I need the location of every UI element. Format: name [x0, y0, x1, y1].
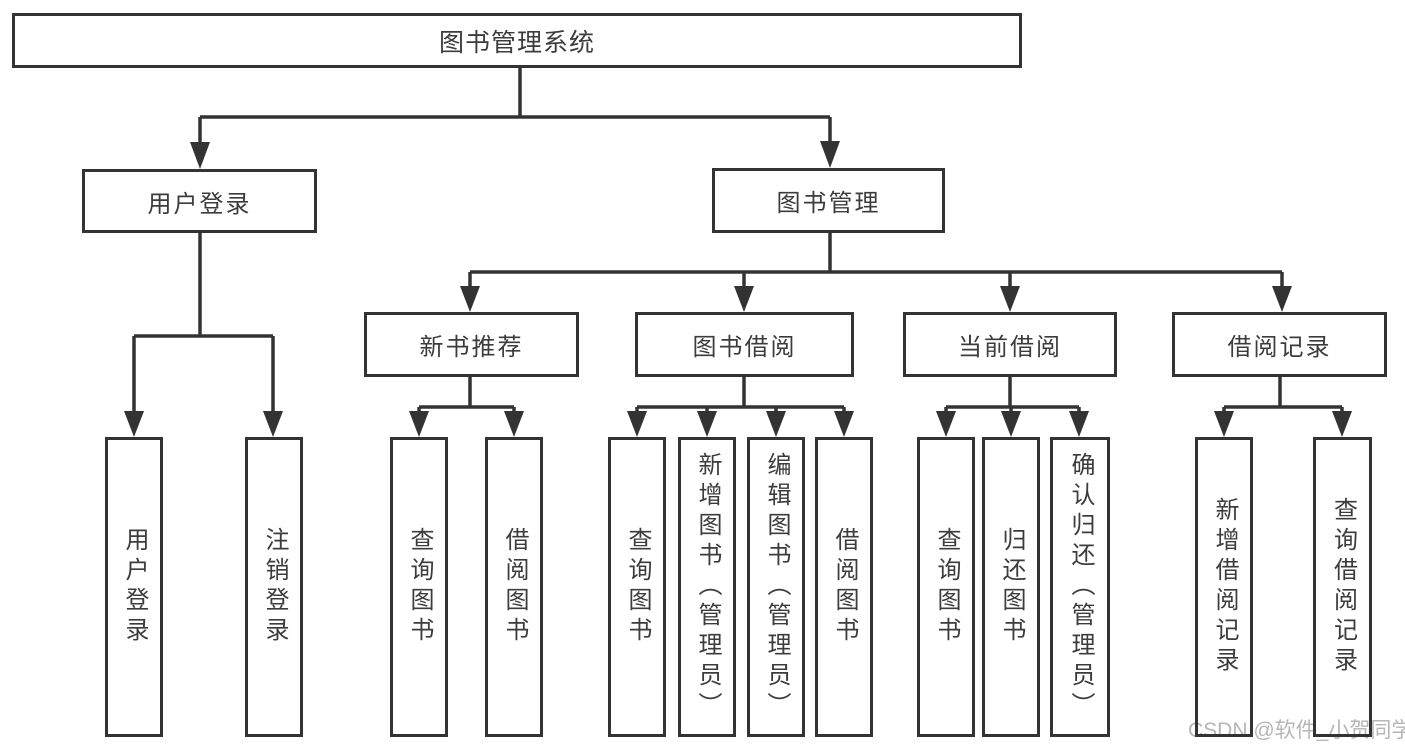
arrow-down-icon [1000, 286, 1020, 312]
arrow-down-icon [766, 411, 786, 437]
node-label: 借阅记录 [1227, 334, 1332, 361]
node-leaf-query-books-1: 查询图书 [390, 437, 448, 737]
node-label: 图书管理系统 [438, 28, 595, 57]
node-label: 用户登录 [147, 190, 252, 218]
arrow-down-icon [1069, 411, 1089, 437]
node-label: 新书推荐 [419, 334, 524, 361]
node-leaf-add-borrow-record: 新增借阅记录 [1195, 437, 1253, 737]
tree-edges [132, 68, 1344, 414]
node-new-book-recommendation: 新书推荐 [364, 312, 579, 377]
node-label: 注销登录 [261, 527, 288, 647]
node-leaf-edit-books-admin: 编辑图书（管理员） [747, 437, 805, 737]
node-label: 编辑图书（管理员） [763, 452, 790, 722]
node-leaf-user-login: 用户登录 [105, 437, 163, 737]
node-leaf-borrow-books-1: 借阅图书 [485, 437, 543, 737]
node-label: 确认归还（管理员） [1067, 452, 1094, 722]
node-label: 借阅图书 [831, 527, 858, 647]
node-library-management-system: 图书管理系统 [12, 13, 1022, 68]
arrow-down-icon [627, 411, 647, 437]
node-user-login: 用户登录 [82, 169, 317, 233]
arrow-down-icon [460, 286, 480, 312]
arrow-down-icon [409, 411, 429, 437]
node-book-borrowing: 图书借阅 [635, 312, 854, 377]
arrow-down-icon [1214, 411, 1234, 437]
node-label: 图书管理 [776, 190, 881, 217]
node-label: 借阅图书 [501, 527, 528, 647]
arrow-down-icon [820, 141, 840, 168]
node-label: 新增借阅记录 [1211, 497, 1238, 677]
arrow-down-icon [697, 411, 717, 437]
node-leaf-logout: 注销登录 [245, 437, 303, 737]
arrow-down-icon [190, 142, 210, 169]
node-borrowing-records: 借阅记录 [1172, 312, 1387, 377]
node-leaf-borrow-books-2: 借阅图书 [815, 437, 873, 737]
csdn-watermark: CSDN @软件_小贺同学 [1188, 719, 1405, 742]
node-label: 查询图书 [933, 527, 960, 647]
node-label: 查询借阅记录 [1329, 497, 1357, 677]
arrow-down-icon [1001, 411, 1021, 437]
arrow-down-icon [834, 411, 854, 437]
node-label: 归还图书 [998, 527, 1025, 647]
node-label: 新增图书（管理员） [694, 452, 721, 722]
node-leaf-return-books: 归还图书 [982, 437, 1040, 737]
arrow-down-icon [1272, 286, 1292, 312]
arrow-down-icon [124, 411, 144, 437]
node-book-management: 图书管理 [712, 168, 945, 233]
node-label: 用户登录 [121, 527, 148, 647]
arrow-down-icon [1332, 411, 1352, 437]
node-label: 图书借阅 [692, 334, 797, 361]
node-label: 查询图书 [406, 527, 433, 647]
arrow-down-icon [936, 411, 956, 437]
node-leaf-confirm-return-admin: 确认归还（管理员） [1050, 437, 1110, 737]
arrow-down-icon [263, 411, 283, 437]
node-leaf-add-books-admin: 新增图书（管理员） [678, 437, 736, 737]
node-leaf-query-borrow-record: 查询借阅记录 [1313, 437, 1372, 737]
node-label: 查询图书 [624, 527, 651, 647]
arrowheads [124, 141, 1352, 437]
node-label: 当前借阅 [958, 334, 1062, 361]
node-leaf-query-books-3: 查询图书 [917, 437, 975, 737]
arrow-down-icon [734, 286, 754, 312]
node-leaf-query-books-2: 查询图书 [608, 437, 666, 737]
arrow-down-icon [504, 411, 524, 437]
node-current-borrowing: 当前借阅 [903, 312, 1117, 377]
